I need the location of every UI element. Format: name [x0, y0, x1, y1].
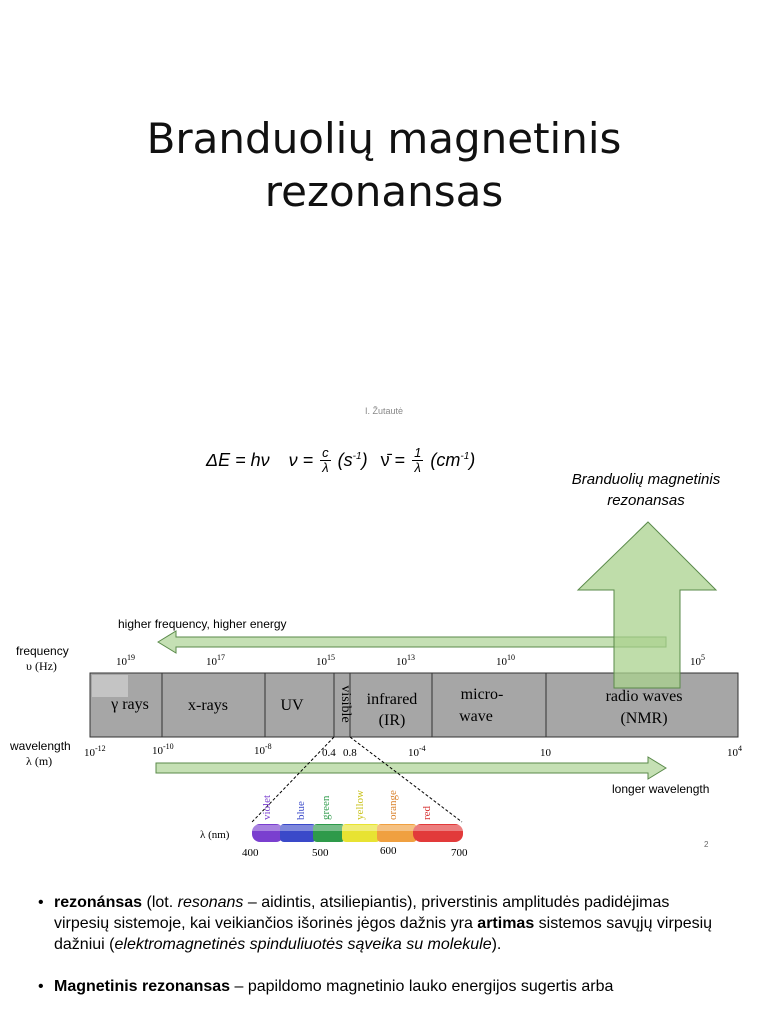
bullet-rezonansas: rezonánsas (lot. resonans – aidintis, at…	[38, 892, 728, 955]
nm-label: λ (nm)	[200, 829, 230, 841]
nmr-caption: Branduolių magnetinis rezonansas	[548, 469, 744, 511]
energy-equation: ΔE = hν	[206, 450, 270, 470]
nmr-up-arrow	[576, 521, 718, 689]
fraction-numerator-one: 1	[412, 445, 424, 461]
color-red	[413, 824, 463, 842]
region-ir: (IR)	[379, 712, 406, 729]
label-yellow: yellow	[354, 790, 366, 820]
slide-title: Branduolių magnetinis rezonansas	[0, 112, 768, 218]
region-wave: wave	[459, 708, 493, 725]
frequency-label: frequency	[16, 644, 69, 658]
visible-color-bar	[252, 824, 463, 842]
region-x-rays: x-rays	[188, 697, 228, 714]
label-red: red	[421, 805, 433, 820]
one-over-lambda-fraction: 1 λ	[412, 445, 424, 475]
title-line-2: rezonansas	[264, 167, 504, 216]
label-blue: blue	[295, 801, 307, 820]
author-footer: I. Žutautė	[364, 406, 404, 416]
longer-wavelength-arrow	[155, 756, 667, 780]
frequency-equation-lhs: ν =	[288, 450, 314, 470]
wave-tick: 10-4	[408, 744, 426, 759]
longer-wavelength-label: longer wavelength	[612, 782, 709, 796]
frequency-unit-label: υ (Hz)	[26, 659, 57, 673]
wave-tick: 10-12	[84, 744, 106, 759]
wave-tick: 10	[540, 747, 552, 759]
bullet-magnetinis-rezonansas: Magnetinis rezonansas – papildomo magnet…	[38, 976, 728, 997]
label-violet: violet	[261, 795, 273, 820]
region-radio-waves: radio waves	[606, 688, 683, 705]
page-number: 2	[704, 840, 709, 849]
freq-tick: 1013	[396, 653, 415, 668]
title-line-1: Branduolių magnetinis	[146, 114, 622, 163]
wave-tick: 0.4	[322, 747, 336, 759]
equation: ΔE = hν ν = c λ (s-1) ν̄ = 1 λ (cm-1)	[206, 446, 475, 475]
fraction-denominator-lambda-2: λ	[414, 460, 421, 475]
region-uv: UV	[280, 697, 304, 714]
region-visible: visible	[338, 685, 353, 722]
color-yellow	[342, 824, 380, 842]
c-over-lambda-fraction: c λ	[320, 446, 331, 475]
nm-tick: 400	[242, 847, 259, 859]
wave-tick: 10-10	[152, 742, 174, 757]
label-orange: orange	[387, 790, 399, 820]
wave-tick: 0.8	[343, 747, 357, 759]
band-highlight	[92, 675, 128, 697]
freq-tick: 1017	[206, 653, 225, 668]
color-violet	[252, 824, 284, 842]
nmr-caption-line-1: Branduolių magnetinis	[571, 471, 721, 488]
visible-zoom-lines	[251, 736, 463, 823]
freq-tick: 1019	[116, 653, 135, 668]
region-nmr: (NMR)	[620, 710, 667, 727]
fraction-denominator-lambda: λ	[322, 460, 329, 475]
wave-tick: 10-8	[254, 742, 272, 757]
nmr-caption-line-2: rezonansas	[607, 492, 685, 509]
wave-tick: 104	[727, 744, 742, 759]
region-infrared: infrared	[367, 691, 418, 708]
definition-list: rezonánsas (lot. resonans – aidintis, at…	[38, 892, 728, 1018]
wavelength-label: wavelength	[9, 739, 71, 753]
nm-tick: 700	[451, 847, 468, 859]
higher-frequency-label: higher frequency, higher energy	[118, 617, 287, 631]
region-micro: micro-	[461, 686, 504, 703]
region-gamma-rays: γ rays	[110, 696, 149, 713]
wavenumber-equation-lhs: ν̄ =	[380, 450, 406, 470]
freq-tick: 1015	[316, 653, 335, 668]
wavenumber-unit: (cm-1)	[430, 450, 476, 470]
label-green: green	[320, 795, 332, 820]
frequency-unit: (s-1)	[337, 450, 368, 470]
freq-tick: 1010	[496, 653, 515, 668]
freq-tick: 105	[690, 653, 705, 668]
higher-frequency-arrow	[157, 630, 667, 654]
fraction-numerator-c: c	[320, 445, 331, 461]
wavelength-unit-label: λ (m)	[26, 754, 52, 768]
color-orange	[377, 824, 417, 842]
color-blue	[280, 824, 316, 842]
nm-tick: 500	[312, 847, 329, 859]
nm-tick: 600	[380, 845, 397, 857]
electromagnetic-spectrum-diagram: higher frequency, higher energy frequenc…	[9, 521, 742, 859]
color-green	[313, 824, 345, 842]
